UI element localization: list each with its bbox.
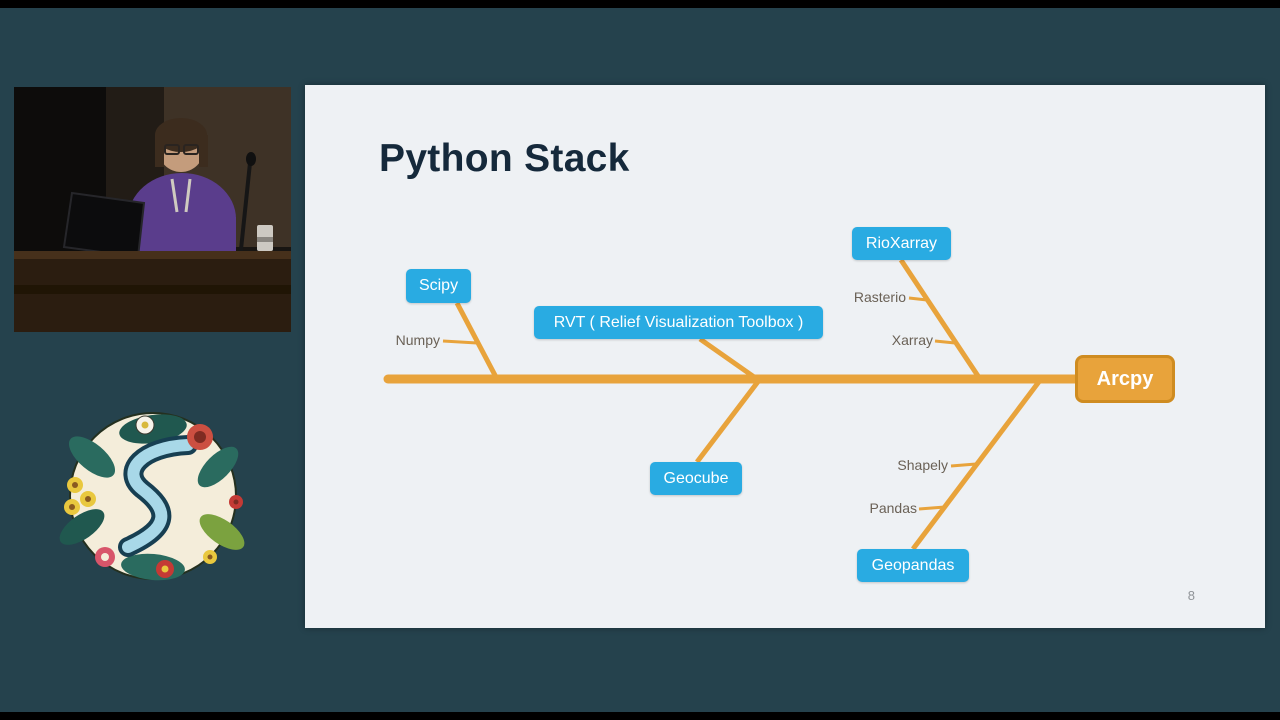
sublabel-xarray: Xarray [891, 332, 933, 348]
sublabel-numpy: Numpy [395, 332, 440, 348]
sublabel-pandas: Pandas [869, 500, 917, 516]
slide-page-number: 8 [1187, 588, 1195, 603]
branch-line-scipy [454, 301, 500, 381]
fishbone-lines [383, 258, 1083, 551]
node-arcpy: Arcpy [1075, 355, 1175, 403]
scipy-conference-logo [50, 405, 260, 587]
scipy-logo-illustration [59, 412, 245, 581]
tick-pandas [918, 505, 946, 511]
branch-line-rioxarray [898, 258, 983, 381]
branch-line-geopandas [911, 377, 1043, 551]
stage-background: Python Stack Scipy RVT ( Relief Visuali [0, 8, 1280, 712]
tick-shapely [950, 462, 977, 468]
tick-numpy [442, 339, 478, 345]
node-rioxarray: RioXarray [852, 227, 951, 260]
speaker-webcam-illustration [14, 87, 291, 332]
presentation-slide: Python Stack Scipy RVT ( Relief Visuali [305, 85, 1265, 628]
tick-xarray [934, 339, 956, 345]
sublabel-shapely: Shapely [897, 457, 948, 473]
slide-title: Python Stack [379, 137, 630, 180]
branch-line-rvt [698, 336, 759, 382]
sublabel-rasterio: Rasterio [853, 289, 906, 305]
node-geocube: Geocube [650, 462, 742, 495]
node-geopandas: Geopandas [857, 549, 969, 582]
node-scipy: Scipy [406, 269, 471, 303]
tick-rasterio [908, 296, 928, 302]
speaker-webcam [14, 87, 291, 332]
branch-line-geocube [695, 377, 762, 464]
node-rvt: RVT ( Relief Visualization Toolbox ) [534, 306, 823, 339]
